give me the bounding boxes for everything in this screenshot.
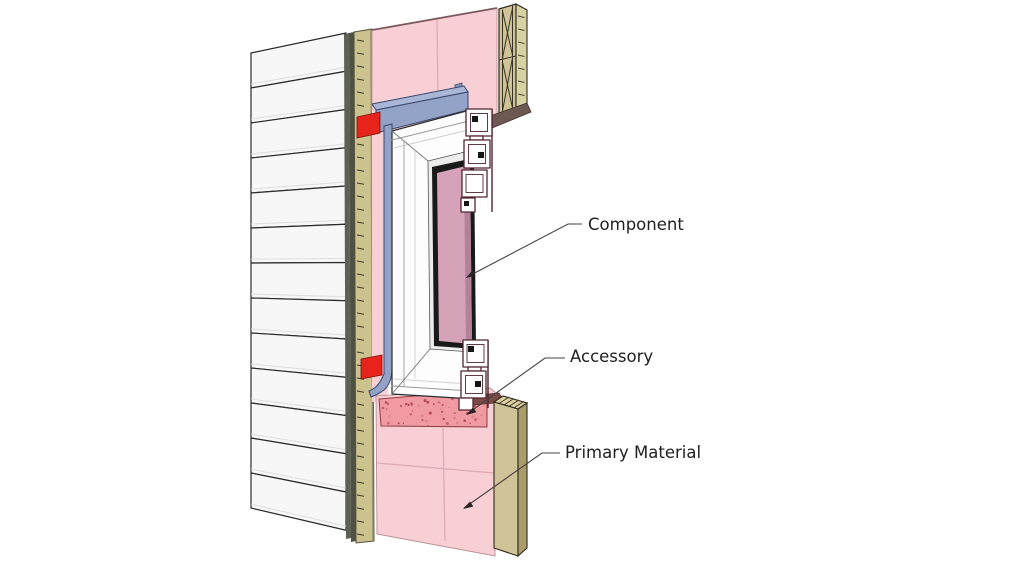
profile-sections-top xyxy=(460,108,493,213)
siding-end-shadow xyxy=(344,33,351,539)
leader-component xyxy=(466,223,582,278)
stud-frame-top xyxy=(498,3,528,115)
profile-sections-bottom xyxy=(458,339,489,411)
flashing-jamb-strip xyxy=(368,123,393,398)
stud-bottom xyxy=(492,395,529,558)
label-accessory: Accessory xyxy=(570,347,653,366)
sheathing-strip xyxy=(349,28,375,544)
leader-accessory xyxy=(466,357,565,415)
sealant-block-bottom xyxy=(360,354,383,380)
label-component: Component xyxy=(588,215,684,234)
leader-primary-material xyxy=(463,452,560,509)
sealant-blocks xyxy=(356,111,383,380)
siding-clapboards xyxy=(250,32,347,531)
frame-side-face xyxy=(515,3,528,112)
sealant-block-top xyxy=(356,111,381,139)
label-primary-material: Primary Material xyxy=(565,443,701,462)
window-flashing xyxy=(368,82,469,398)
